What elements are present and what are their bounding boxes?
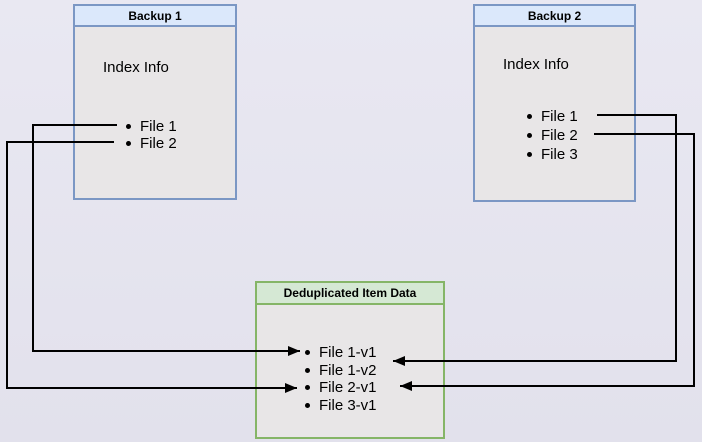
- list-item: File 2-v1: [305, 380, 377, 395]
- bullet-icon: [305, 385, 310, 390]
- backup2-title: Backup 2: [475, 6, 634, 27]
- bullet-icon: [305, 350, 310, 355]
- bullet-icon: [126, 124, 131, 129]
- backup2-box: Backup 2 Index Info File 1 File 2 File 3: [473, 4, 636, 202]
- backup2-subtitle: Index Info: [503, 56, 569, 73]
- bullet-icon: [305, 403, 310, 408]
- bullet-icon: [126, 141, 131, 146]
- backup2-file2-label: File 2: [541, 127, 578, 144]
- list-item: File 1-v2: [305, 363, 377, 378]
- bullet-icon: [305, 368, 310, 373]
- bullet-icon: [527, 152, 532, 157]
- list-item: File 2: [126, 136, 177, 151]
- list-item: File 1: [527, 109, 578, 124]
- dedup-file1v2-label: File 1-v2: [319, 362, 377, 379]
- list-item: File 2: [527, 128, 578, 143]
- list-item: File 3: [527, 147, 578, 162]
- list-item: File 3-v1: [305, 398, 377, 413]
- backup1-subtitle: Index Info: [103, 59, 169, 76]
- bullet-icon: [527, 114, 532, 119]
- backup2-file3-label: File 3: [541, 146, 578, 163]
- backup1-title: Backup 1: [75, 6, 235, 27]
- dedup-title: Deduplicated Item Data: [257, 283, 443, 305]
- bullet-icon: [527, 133, 532, 138]
- backup1-file1-label: File 1: [140, 118, 177, 135]
- backup1-file2-label: File 2: [140, 135, 177, 152]
- dedup-file1v1-label: File 1-v1: [319, 344, 377, 361]
- list-item: File 1-v1: [305, 345, 377, 360]
- dedup-file3v1-label: File 3-v1: [319, 397, 377, 414]
- dedup-file2v1-label: File 2-v1: [319, 379, 377, 396]
- backup2-file1-label: File 1: [541, 108, 578, 125]
- list-item: File 1: [126, 119, 177, 134]
- dedup-box: Deduplicated Item Data File 1-v1 File 1-…: [255, 281, 445, 439]
- backup1-box: Backup 1 Index Info File 1 File 2: [73, 4, 237, 200]
